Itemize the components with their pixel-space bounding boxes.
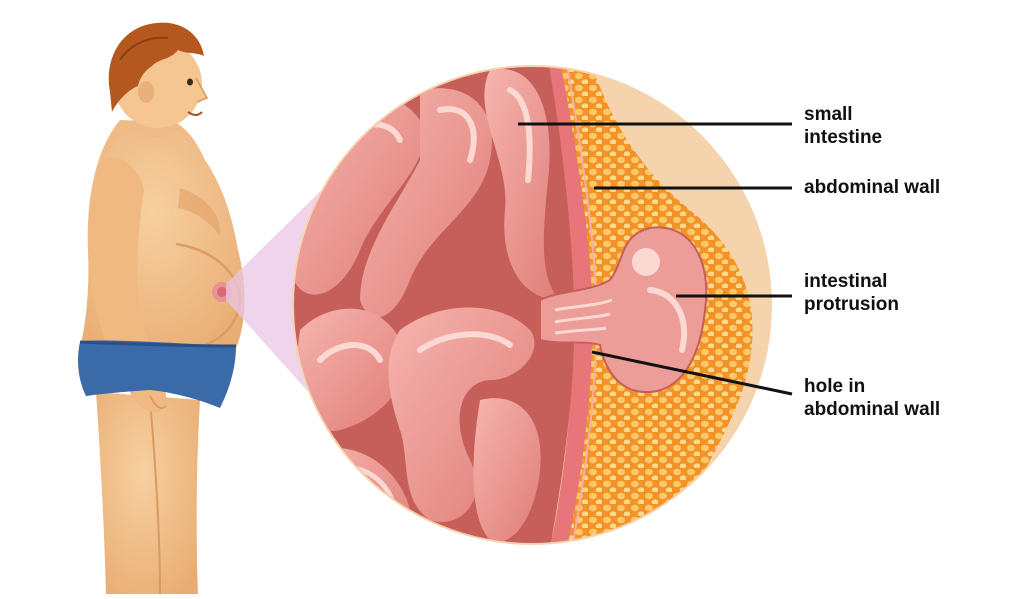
briefs bbox=[78, 340, 236, 408]
label-line: protrusion bbox=[804, 294, 899, 315]
label-intestinal-protrusion: intestinal protrusion bbox=[804, 270, 899, 316]
label-line: small bbox=[804, 104, 853, 125]
leader-lines bbox=[518, 122, 793, 396]
hair bbox=[108, 22, 204, 112]
label-line: abdominal wall bbox=[804, 399, 941, 420]
person-figure-icon bbox=[78, 22, 245, 595]
label-small-intestine: small intestine bbox=[804, 103, 882, 149]
label-line: intestinal bbox=[804, 271, 888, 292]
abdominal-wall-layer bbox=[545, 67, 593, 543]
leader-line-hole bbox=[591, 350, 793, 396]
label-abdominal-wall: abdominal wall bbox=[804, 176, 940, 199]
intestinal-protrusion-shape bbox=[539, 226, 708, 394]
label-line: hole in bbox=[804, 376, 866, 397]
label-line: intestine bbox=[804, 127, 883, 148]
leg bbox=[96, 392, 200, 594]
magnified-cross-section-icon bbox=[292, 65, 772, 545]
label-line: abdominal wall bbox=[804, 177, 941, 198]
label-hole-in-abdominal-wall: hole in abdominal wall bbox=[804, 375, 940, 421]
